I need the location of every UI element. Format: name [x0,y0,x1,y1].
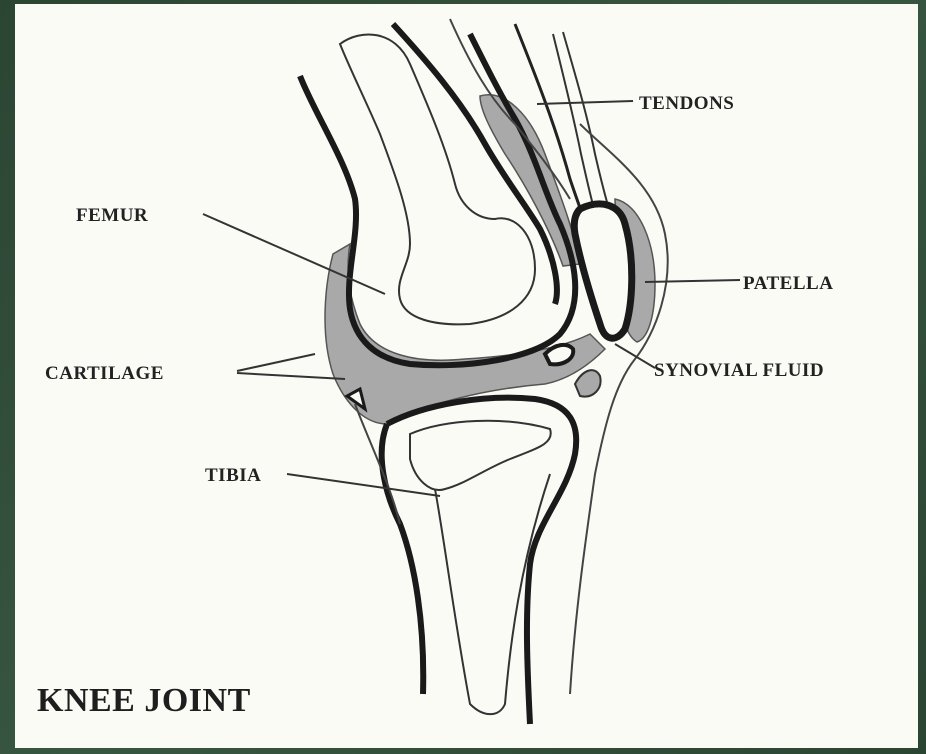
label-femur: FEMUR [76,206,148,225]
label-tibia: TIBIA [205,466,261,485]
leader-tendons [537,101,633,104]
leader-cartilage-1 [237,354,315,371]
synovial-fluid-shape-b [575,370,601,396]
leader-patella [645,280,740,282]
label-cartilage: CARTILAGE [45,364,164,383]
label-tendons: TENDONS [639,94,734,113]
patella-bone [574,204,632,338]
label-patella: PATELLA [743,274,833,293]
leader-synovial [615,344,655,368]
diagram-panel: TENDONS FEMUR PATELLA CARTILAGE SYNOVIAL… [15,4,918,748]
label-synovial-fluid: SYNOVIAL FLUID [654,361,824,380]
diagram-title: KNEE JOINT [37,684,251,718]
leader-cartilage-2 [237,373,345,379]
